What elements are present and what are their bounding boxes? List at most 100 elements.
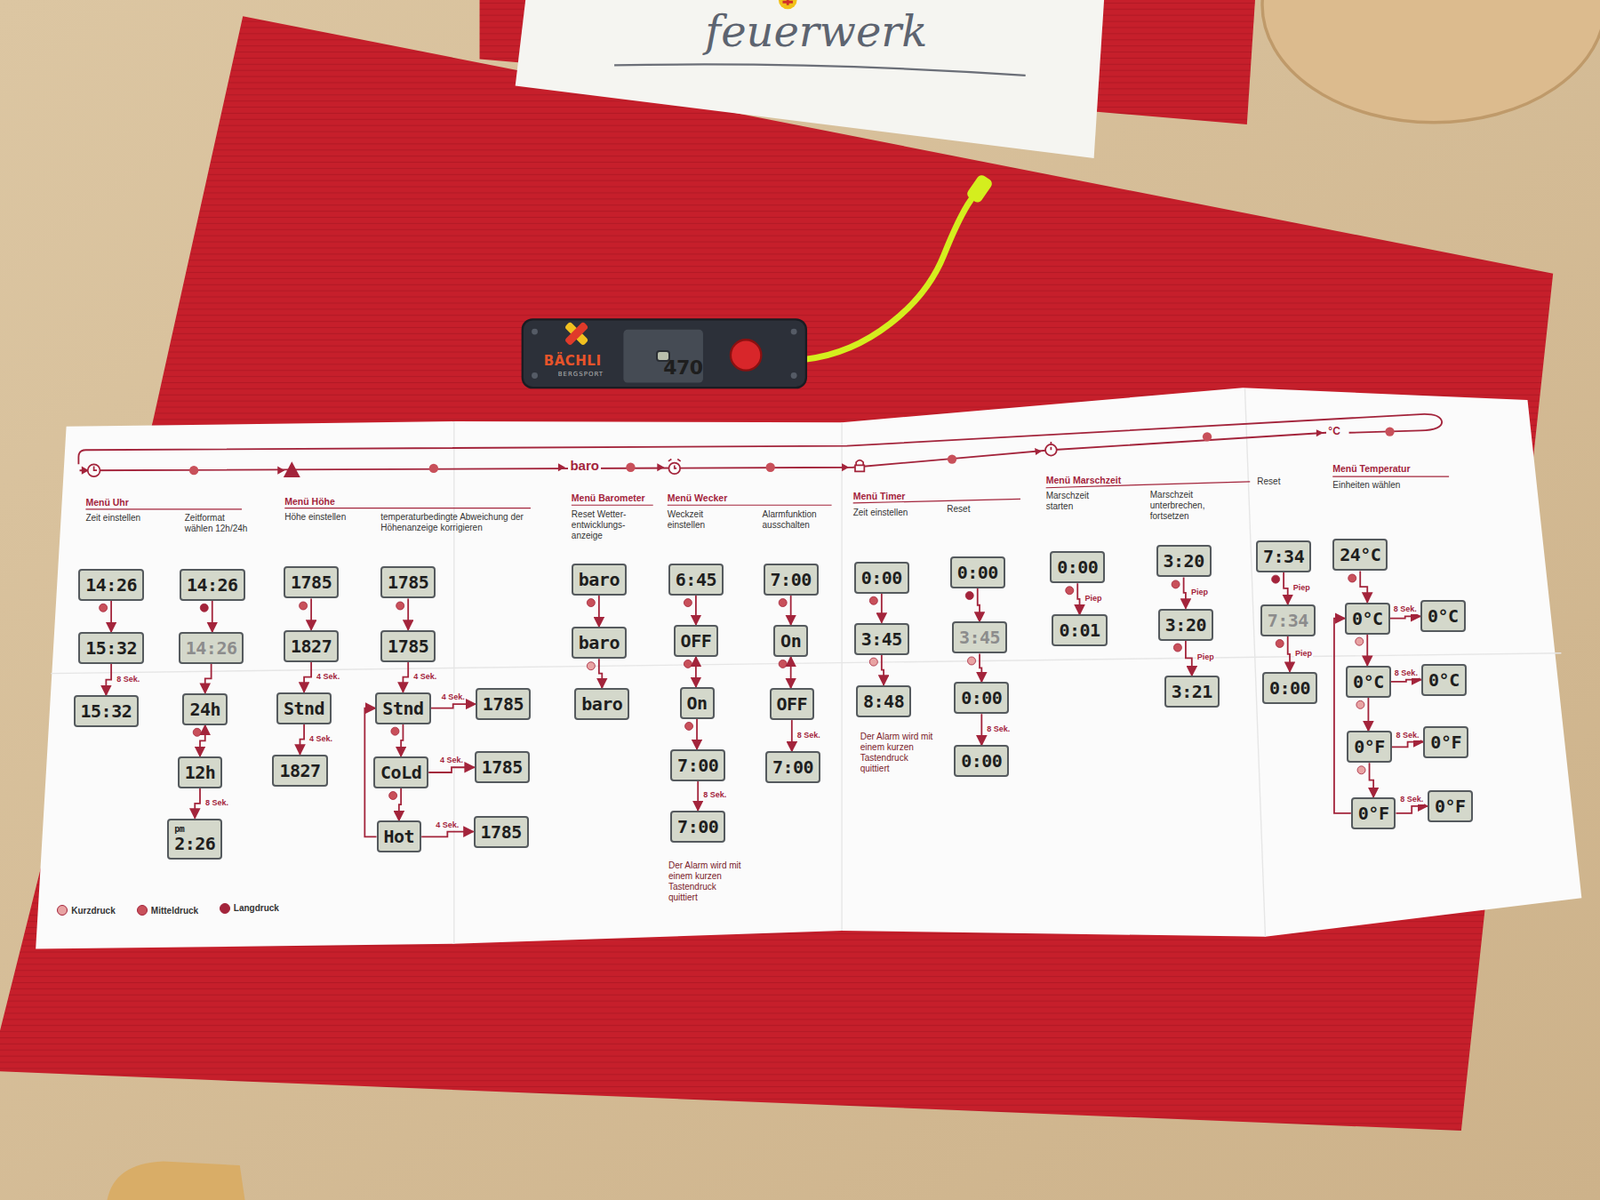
flow-arrow	[980, 713, 983, 745]
edge-label: 8 Sek.	[1392, 605, 1418, 615]
lcd-readout: 0°F	[1358, 803, 1390, 824]
flow-arrow	[695, 595, 697, 625]
lcd-readout: 1785	[481, 757, 523, 778]
flow-arrow	[399, 788, 401, 821]
lcd-readout: 3:45	[861, 629, 903, 650]
lcd-readout: 0:00	[1056, 557, 1098, 578]
lcd-display: 14:26	[78, 568, 144, 601]
edge-label: Piep	[1292, 584, 1312, 593]
edge-label: Piep	[1196, 653, 1216, 663]
photo-detail	[564, 321, 590, 347]
flow-arrow	[299, 724, 304, 755]
edge-label: 8 Sek.	[1399, 795, 1424, 805]
lcd-readout: 12h	[184, 762, 216, 784]
photo-detail	[531, 372, 538, 379]
flow-arrow	[977, 588, 980, 622]
legend-text: Mitteldruck	[151, 905, 199, 916]
photo-detail	[558, 463, 566, 472]
photo-detail	[1045, 444, 1057, 456]
photo-detail	[766, 463, 776, 472]
lcd-display: baro	[571, 626, 627, 659]
lcd-display: 0:00	[1262, 672, 1318, 704]
photo-detail	[855, 464, 864, 472]
flow-arrow	[105, 664, 112, 696]
lcd-display: 0:00	[1049, 551, 1105, 584]
photo-detail	[80, 432, 1328, 471]
flow-arrow	[428, 767, 474, 773]
lcd-display: 1827	[283, 630, 339, 663]
lcd-display: 24h	[182, 693, 228, 726]
lcd-readout: 14:26	[186, 575, 239, 596]
lcd-display: 0°C	[1345, 665, 1392, 698]
lcd-readout: On	[780, 631, 801, 652]
step-caption: Einheiten wählen	[1332, 480, 1424, 491]
step-caption: Alarmfunktion ausschalten	[762, 509, 831, 531]
lcd-readout: 470	[663, 356, 703, 379]
lcd-readout: 14:26	[185, 638, 238, 659]
flow-arrowheads	[81, 429, 1324, 475]
flow-arrow	[407, 598, 409, 630]
edge-label: 8 Sek.	[985, 725, 1011, 735]
edge-label: 4 Sek.	[439, 756, 464, 766]
lcd-display: 7:00	[670, 749, 726, 782]
lcd-readout: 0°F	[1430, 732, 1462, 753]
legend-text: Langdruck	[233, 903, 280, 913]
lcd-readout: CoLd	[380, 762, 422, 784]
lcd-display: 15:32	[73, 695, 140, 728]
photo-detail	[571, 504, 654, 506]
menu-heading: Menü Timer	[853, 490, 906, 503]
lcd-bezel	[623, 329, 704, 384]
lcd-readout: 0°F	[1434, 796, 1466, 817]
legend-text: Kurzdruck	[71, 905, 115, 916]
press-dot	[1357, 766, 1366, 775]
note-text: Der Alarm wird mit einem kurzen Tastendr…	[860, 731, 938, 775]
lcd-display: 1785	[283, 566, 339, 599]
flow-arrow	[881, 655, 884, 686]
legend-item: Kurzdruck	[56, 904, 115, 916]
photo-detail	[94, 466, 97, 472]
menu-heading: Menü Barometer	[571, 492, 646, 504]
photo-detail	[284, 507, 531, 509]
lcd-display: OFF	[673, 624, 720, 657]
flow-arrow	[1077, 583, 1080, 615]
press-dot	[968, 656, 976, 665]
lcd-readout: Hot	[384, 826, 416, 848]
lcd-readout: 7:34	[1263, 546, 1304, 568]
press-dot	[685, 721, 694, 730]
note-text: Der Alarm wird mit einem kurzen Tastendr…	[668, 860, 746, 904]
lcd-readout: 7:00	[770, 569, 812, 591]
flow-arrow	[880, 593, 883, 624]
photo-detail	[947, 454, 957, 464]
flow-arrow	[310, 598, 312, 630]
flow-arrow	[1360, 570, 1368, 602]
lcd-display: Stnd	[375, 692, 431, 725]
lcd-readout: 1827	[290, 636, 332, 657]
lcd-display: 0°C	[1344, 602, 1391, 635]
step-caption: Marschzeit unterbrechen, fortsetzen	[1150, 489, 1238, 522]
lcd-readout: 3:21	[1171, 681, 1213, 703]
edge-label: 4 Sek.	[440, 693, 466, 703]
lcd-readout: 24°C	[1339, 544, 1381, 566]
lcd-display: pm2:26	[167, 818, 223, 860]
flow-arrow	[194, 788, 200, 819]
lcd-readout: 14:26	[85, 575, 137, 596]
edge-label: Piep	[1084, 594, 1104, 604]
lcd-readout: 15:32	[80, 701, 133, 722]
photo-detail	[277, 466, 285, 475]
edge-label: 8 Sek.	[204, 799, 230, 808]
lcd-display: 0°F	[1423, 726, 1469, 759]
flow-arrow	[1184, 576, 1186, 608]
lcd-readout: 1785	[482, 694, 524, 715]
lcd-display: 0:01	[1051, 614, 1107, 647]
edge-label: 4 Sek.	[315, 672, 341, 682]
flow-arrow	[304, 662, 312, 693]
lcd-readout: 3:20	[1165, 615, 1207, 636]
flow-arrow	[791, 720, 793, 752]
photo-detail	[453, 421, 455, 944]
lcd-readout: OFF	[776, 694, 808, 715]
flow-arrow	[110, 600, 112, 632]
press-dot	[683, 659, 692, 668]
lcd-display: 3:20	[1156, 544, 1212, 577]
